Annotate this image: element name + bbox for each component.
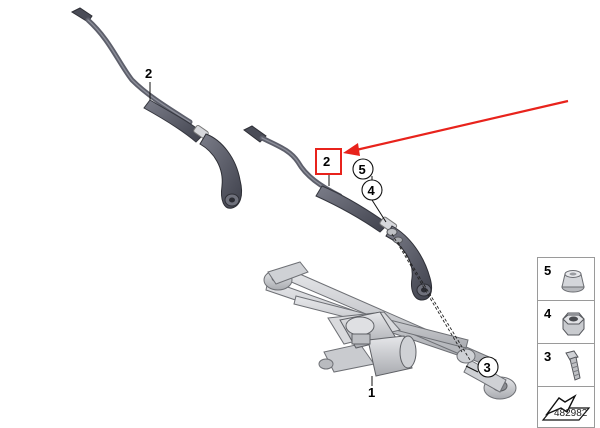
bolt-icon <box>565 350 581 381</box>
callout-motor: 1 <box>368 385 375 400</box>
hex-nut-icon <box>562 312 585 336</box>
legend-number: 5 <box>544 263 552 278</box>
callout-arm-left: 2 <box>145 66 152 81</box>
vehicle-direction-icon <box>541 394 591 421</box>
wiper-linkage-motor <box>263 261 517 400</box>
legend-item-bolt: 3 <box>538 344 594 387</box>
cap-icon <box>561 270 585 293</box>
callout-nut: 4 <box>368 183 376 198</box>
callout-bolt: 3 <box>484 360 491 375</box>
callout-arm-right: 2 <box>323 154 330 169</box>
legend-item-cap: 5 <box>538 258 594 301</box>
highlight-box <box>315 148 342 175</box>
wiper-arm-left <box>70 7 243 209</box>
callout-cap: 5 <box>359 162 366 177</box>
legend-item-nut: 4 <box>538 301 594 344</box>
callout-circle-bolt <box>477 356 499 378</box>
legend-number: 4 <box>544 306 552 321</box>
fastener-cap-on-arm <box>386 228 398 236</box>
leader-lines <box>149 82 479 386</box>
fastener-nut-on-arm <box>393 236 403 244</box>
diagram-number: 482982 <box>554 408 588 419</box>
fastener-legend: 5 4 3 <box>537 257 595 428</box>
highlight-arrow <box>343 99 569 156</box>
callout-circle-nut <box>361 179 383 201</box>
legend-item-direction <box>538 387 594 427</box>
assembly-guide-lines <box>391 233 471 361</box>
legend-number: 3 <box>544 349 552 364</box>
callout-circle-cap <box>352 158 374 180</box>
